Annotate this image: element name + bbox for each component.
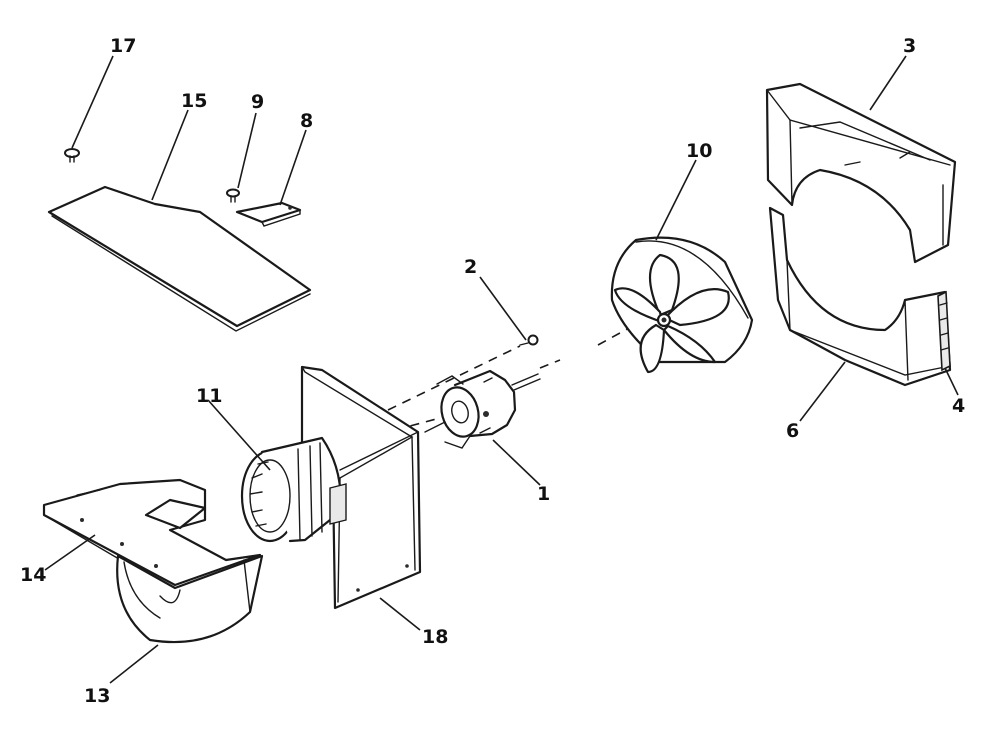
callout-13: 13	[84, 685, 110, 707]
callout-14: 14	[20, 564, 46, 586]
callout-17: 17	[110, 35, 136, 57]
part-3-upper-shroud	[765, 82, 957, 264]
callout-8: 8	[300, 110, 313, 132]
callout-10: 10	[686, 140, 712, 162]
part-13-scroll-housing	[116, 554, 264, 644]
part-8-bracket	[235, 201, 302, 227]
leader-lines	[44, 55, 959, 684]
part-10-fan-blade	[610, 236, 754, 374]
callout-15: 15	[181, 90, 207, 112]
callout-labels: 17 15 9 8 2 10 3 4 6 1 11 14 13 18	[20, 35, 965, 707]
callout-11: 11	[196, 385, 222, 407]
callout-18: 18	[422, 626, 448, 648]
callout-9: 9	[251, 91, 264, 113]
part-17-screw	[64, 148, 80, 163]
callout-1: 1	[537, 483, 550, 505]
callout-2: 2	[464, 256, 477, 278]
callout-4: 4	[952, 395, 965, 417]
part-1-motor	[424, 369, 541, 449]
part-4-side-panel	[937, 290, 951, 372]
part-15-cover-panel	[47, 185, 312, 332]
part-9-screw	[226, 188, 240, 203]
part-11-blower-wheel	[240, 436, 347, 543]
part-2-nut	[519, 334, 539, 346]
callout-6: 6	[786, 420, 799, 442]
callout-3: 3	[903, 35, 916, 57]
